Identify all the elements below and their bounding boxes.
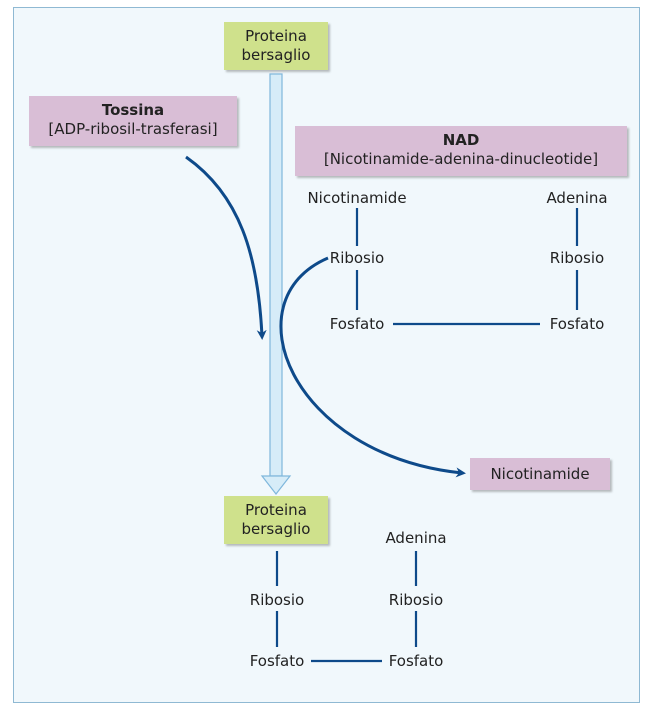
nad-subtitle: [Nicotinamide-adenina-dinucleotide] (323, 150, 599, 168)
product-adenine-label: Adenina (385, 529, 447, 547)
product-phosphate-right-label: Fosfato (388, 652, 444, 670)
transfer-arrow (260, 73, 292, 495)
nad-box: NAD [Nicotinamide-adenina-dinucleotide] (295, 126, 627, 176)
released-nicotinamide-box: Nicotinamide (470, 458, 610, 490)
nad-adenine-label: Adenina (546, 189, 608, 207)
released-nicotinamide-label: Nicotinamide (490, 465, 590, 483)
nicotinamide-release-arrow (279, 256, 466, 478)
product-target-line1: Proteina (245, 501, 307, 519)
target-protein-line2: bersaglio (241, 46, 311, 64)
product-ribose-left-label: Ribosio (249, 591, 305, 609)
toxin-title: Tossina (101, 101, 165, 119)
product-target-protein-box: Proteina bersaglio (224, 496, 328, 544)
toxin-subtitle: [ADP-ribosil-trasferasi] (48, 120, 218, 138)
nad-phosphate-right-label: Fosfato (549, 315, 605, 333)
target-protein-line1: Proteina (245, 27, 307, 45)
toxin-action-arrow (185, 155, 267, 340)
nad-title: NAD (442, 131, 480, 149)
product-target-line2: bersaglio (241, 520, 311, 538)
product-phosphate-left-label: Fosfato (249, 652, 305, 670)
nad-phosphate-left-label: Fosfato (329, 315, 385, 333)
nad-nicotinamide-label: Nicotinamide (307, 189, 407, 207)
nad-ribose-left-label: Ribosio (329, 249, 385, 267)
product-ribose-right-label: Ribosio (388, 591, 444, 609)
target-protein-box: Proteina bersaglio (224, 22, 328, 70)
product-bonds (275, 551, 418, 663)
nad-bonds (355, 208, 579, 326)
toxin-box: Tossina [ADP-ribosil-trasferasi] (29, 96, 237, 146)
nad-ribose-right-label: Ribosio (549, 249, 605, 267)
